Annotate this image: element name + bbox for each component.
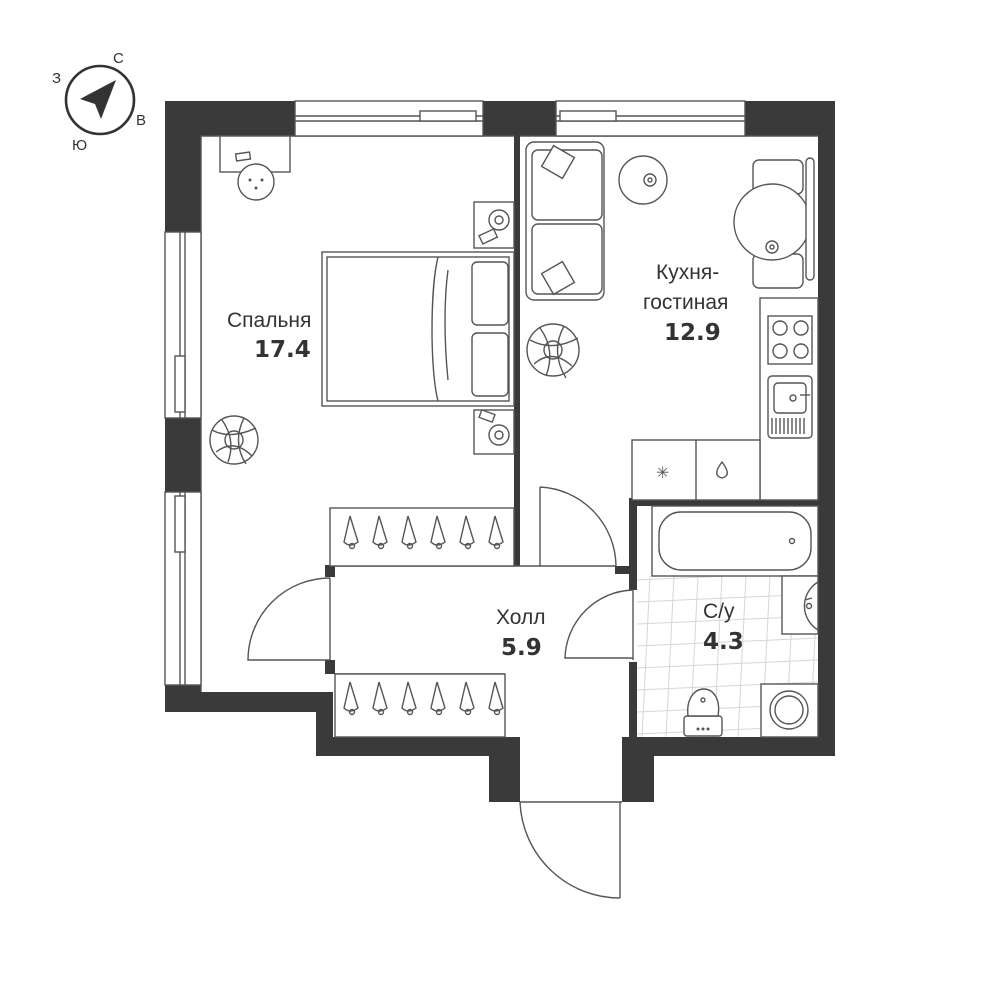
hanger-icon: [343, 515, 359, 546]
tile-line: [737, 575, 747, 738]
hanger-icon: [459, 515, 475, 546]
hanger-hook: [348, 708, 356, 716]
hall-furniture: [334, 673, 506, 738]
bedroom-name: Спальня: [227, 309, 311, 332]
hanger-icon: [459, 681, 475, 712]
hanger-hook: [435, 708, 443, 716]
wall-bedroom-hall: [325, 565, 335, 577]
windows: [164, 100, 746, 686]
hall-name: Холл: [496, 606, 546, 629]
kitchen-counter: ✳: [631, 297, 819, 501]
walls: [165, 101, 835, 802]
compass-east: В: [136, 112, 146, 129]
door-entrance: [519, 801, 622, 899]
plant-living: [526, 323, 580, 379]
wall-entry-left: [489, 737, 520, 802]
hanger-icon: [372, 515, 388, 546]
wall-left-middle: [165, 418, 201, 492]
window-bedroom-top: [294, 100, 484, 137]
nightstand-top: [473, 201, 515, 249]
tile-line: [636, 637, 819, 647]
window-bedroom-left-2: [164, 491, 202, 686]
compass-ring: [64, 64, 136, 136]
hanger-hook: [377, 708, 385, 716]
hanger-hook: [377, 542, 385, 550]
hanger-icon: [488, 515, 504, 546]
wall-top-left: [165, 101, 295, 136]
wall-hall-stub-right: [615, 566, 637, 574]
plant-bedroom: [209, 415, 259, 465]
bathroom-area: 4.3: [703, 629, 744, 655]
wall-hall-stub-left: [325, 660, 335, 674]
hall-area: 5.9: [501, 635, 542, 661]
hanger-icon: [488, 681, 504, 712]
hanger-hook: [464, 542, 472, 550]
wardrobe-hall: [334, 673, 506, 738]
fridge-snowflake-icon: ✳: [656, 463, 669, 482]
bed: [321, 251, 515, 407]
window-bedroom-left-1: [164, 231, 202, 419]
bathtub: [651, 505, 819, 577]
dishwasher-drop-icon: [716, 460, 728, 479]
wall-right: [818, 101, 835, 756]
compass-north: С: [113, 50, 124, 67]
hanger-hook: [406, 708, 414, 716]
bathroom: [636, 505, 819, 738]
hanger-hook: [406, 542, 414, 550]
door-kitchen: [539, 486, 617, 567]
door-bathroom: [564, 589, 634, 660]
doors: [247, 486, 634, 899]
hanger-icon: [343, 681, 359, 712]
wall-bottom-center: [316, 737, 520, 756]
hanger-icon: [401, 681, 417, 712]
bedroom-furniture: [209, 135, 515, 567]
wall-bath-hall-bottom: [629, 662, 637, 742]
compass-west: З: [52, 70, 61, 87]
kitchen-area: 12.9: [664, 320, 721, 346]
dining-table: [733, 157, 815, 289]
wardrobe-bedroom: [329, 507, 515, 567]
sofa: [525, 141, 605, 301]
hanger-hook: [348, 542, 356, 550]
hanger-hook: [435, 542, 443, 550]
kitchen-name-line2: гостиная: [643, 291, 728, 314]
wall-bottom-left: [165, 692, 333, 712]
hanger-hook: [493, 542, 501, 550]
hanger-icon: [372, 681, 388, 712]
hanger-icon: [401, 515, 417, 546]
hanger-hook: [493, 708, 501, 716]
washing-machine: [760, 683, 819, 738]
hanger-hook: [464, 708, 472, 716]
nightstand-bottom: [473, 408, 515, 455]
hanger-icon: [430, 515, 446, 546]
tile-line: [641, 575, 651, 738]
desk: [219, 135, 291, 201]
hanger-icon: [430, 681, 446, 712]
wall-bottom-right: [622, 737, 835, 756]
compass-south: Ю: [72, 137, 87, 154]
wall-kitchen-bath: [629, 498, 819, 506]
compass-arrow-icon: [80, 80, 116, 119]
bedroom-area: 17.4: [254, 337, 311, 363]
toilet: [683, 688, 723, 737]
compass: С В Ю З: [52, 50, 146, 154]
tile-line: [636, 659, 819, 669]
wall-bedroom-kitchen: [514, 136, 520, 566]
window-kitchen-top: [555, 100, 746, 137]
wall-top-middle: [483, 101, 556, 136]
kitchen-name-line1: Кухня-: [656, 261, 719, 284]
kitchen-furniture: ✳: [525, 141, 819, 501]
room-labels: Спальня 17.4 Кухня- гостиная 12.9 Холл 5…: [227, 261, 744, 661]
washbasin: [781, 575, 819, 635]
floor-lamp: [618, 155, 668, 205]
bathroom-name: С/у: [703, 600, 735, 623]
door-bedroom: [247, 577, 331, 661]
wall-bath-hall-top: [629, 498, 637, 590]
